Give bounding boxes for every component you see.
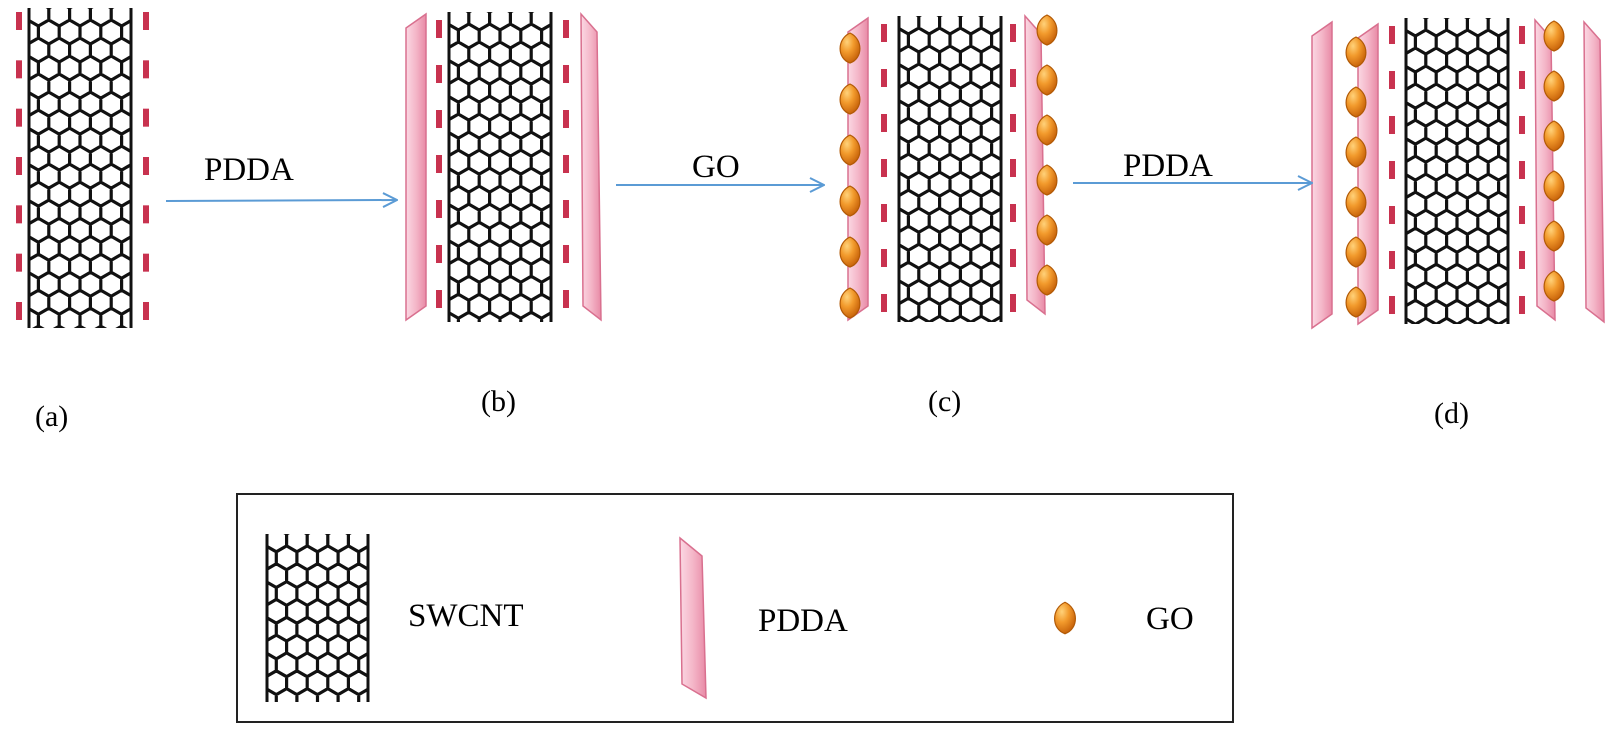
go-column-right — [1543, 20, 1565, 302]
arrow-label-pdda-2: PDDA — [1123, 148, 1213, 184]
legend-label-go: GO — [1146, 601, 1194, 637]
arrow-pdda-1 — [165, 200, 396, 201]
charge-dashes-right — [1519, 26, 1525, 314]
swcnt-tube — [27, 8, 133, 328]
legend-label-swcnt: SWCNT — [408, 598, 524, 634]
pdda-layer-left — [405, 12, 427, 322]
legend-box — [236, 493, 1234, 723]
pdda-layer-right — [580, 12, 602, 322]
swcnt-tube — [897, 16, 1003, 322]
stage-d — [1311, 18, 1605, 330]
pdda-layer-outer-right — [1583, 20, 1605, 324]
arrow-label-go: GO — [692, 149, 740, 185]
legend-swcnt-icon — [265, 534, 370, 702]
charge-dashes-right — [563, 20, 569, 308]
arrow-label-pdda-1: PDDA — [204, 152, 294, 188]
charge-dashes-right — [143, 12, 149, 320]
charge-dashes-left — [16, 12, 22, 320]
charge-dashes-right — [1010, 24, 1016, 312]
swcnt-tube — [1404, 18, 1510, 324]
charge-dashes-left — [1389, 26, 1395, 314]
go-column-right — [1036, 14, 1058, 296]
legend-label-pdda: PDDA — [758, 603, 848, 639]
step-label-b: (b) — [481, 385, 516, 418]
legend-go-icon — [1054, 601, 1076, 635]
legend-pdda-icon — [679, 536, 707, 700]
charge-dashes-left — [881, 24, 887, 312]
stage-c — [839, 14, 1058, 322]
swcnt-tube — [447, 12, 553, 322]
pdda-layer-left — [847, 16, 869, 322]
pdda-layer-outer-left — [1311, 20, 1333, 330]
stage-a — [16, 8, 149, 328]
step-label-a: (a) — [35, 400, 69, 433]
pdda-layer-inner-left — [1357, 22, 1379, 326]
go-column-left — [839, 32, 861, 319]
charge-dashes-left — [436, 20, 442, 308]
step-label-c: (c) — [928, 385, 962, 418]
step-label-d: (d) — [1434, 397, 1469, 430]
stage-b — [405, 12, 602, 322]
go-column-left — [1345, 36, 1367, 318]
